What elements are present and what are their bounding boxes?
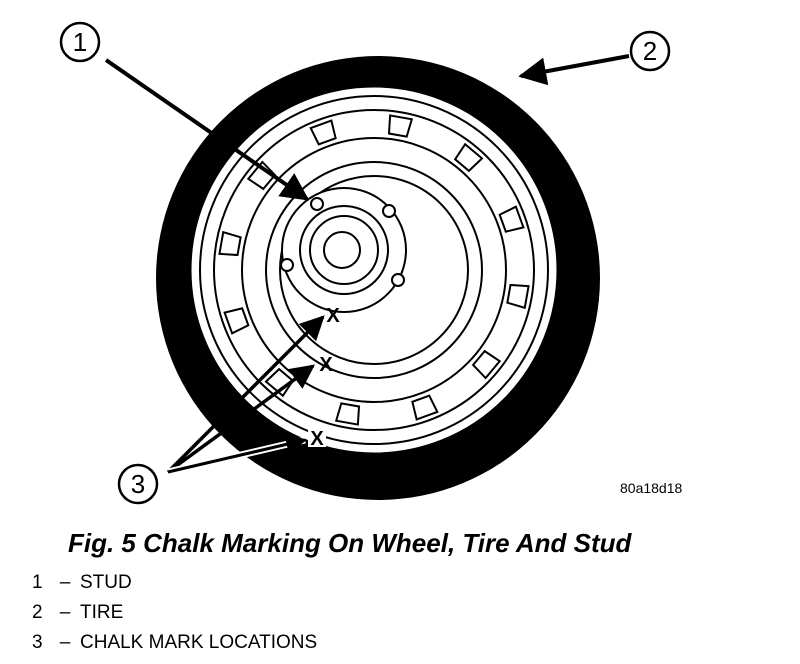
vent-slot [309, 119, 337, 146]
callout-1-circle [59, 21, 101, 63]
vent-slot [223, 307, 250, 335]
chalk-mark: X [310, 428, 324, 450]
legend-item: 1–STUD [32, 568, 317, 598]
vent-slot [471, 349, 502, 380]
callout-3-arrow [166, 364, 315, 474]
vent-slot [334, 402, 361, 426]
callout-2-arrow [518, 54, 630, 86]
legend-number: 1 [32, 572, 43, 593]
chalk-mark: X [319, 354, 333, 376]
callout-3-circle [117, 463, 159, 505]
legend-item: 3–CHALK MARK LOCATIONS [32, 628, 317, 658]
lug-stud [382, 204, 396, 218]
lug-stud [280, 258, 294, 272]
vent-slot [218, 230, 242, 257]
legend-label: STUD [80, 572, 132, 593]
vent-slot [453, 142, 484, 173]
legend-dash: – [59, 602, 71, 623]
legend-label: TIRE [80, 602, 124, 623]
vent-slot [411, 394, 439, 421]
legend-number: 2 [32, 602, 43, 623]
image-code: 80a18d18 [620, 480, 683, 496]
legend-number: 3 [32, 632, 43, 653]
chalk-mark: X [326, 305, 340, 327]
callout-2-circle [629, 30, 671, 72]
legend-label: CHALK MARK LOCATIONS [80, 632, 318, 653]
legend: 1–STUD 2–TIRE 3–CHALK MARK LOCATIONS [32, 568, 317, 658]
hub-center [323, 231, 361, 269]
callout-2-number: 2 [643, 36, 657, 66]
callout-3-number: 3 [131, 469, 145, 499]
callout-1-arrow [104, 58, 310, 201]
callout-3-arrow [166, 315, 325, 474]
callout-1-number: 1 [73, 27, 87, 57]
lug-stud [391, 273, 405, 287]
vent-slot [387, 114, 414, 138]
legend-dash: – [59, 572, 71, 593]
legend-dash: – [59, 632, 71, 653]
vent-slot [498, 205, 525, 233]
lug-stud [310, 197, 324, 211]
figure-caption: Fig. 5 Chalk Marking On Wheel, Tire And … [68, 528, 632, 558]
callout-3-arrow [167, 434, 308, 474]
vent-slot [506, 283, 530, 310]
legend-item: 2–TIRE [32, 598, 317, 628]
